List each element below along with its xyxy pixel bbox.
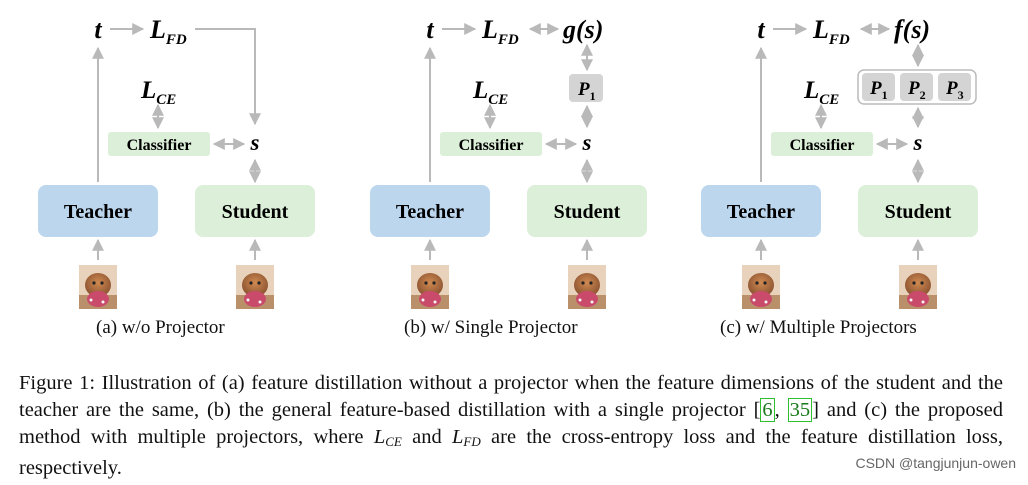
- lfd-label: LFD: [149, 15, 187, 48]
- lce-label: LCE: [803, 77, 839, 108]
- student-box: [858, 185, 978, 237]
- projector-label: P1: [577, 79, 596, 103]
- dog-photo: [899, 265, 937, 309]
- student-box: [527, 185, 647, 237]
- dog-photo: [742, 265, 780, 309]
- dog-photo: [411, 265, 449, 309]
- projector-label: P2: [907, 78, 926, 102]
- classifier-label: Classifier: [790, 137, 855, 154]
- panel-caption-a: (a) w/o Projector: [96, 317, 225, 338]
- lce-symbol: L: [373, 426, 386, 448]
- lfd-to-s-arrow: [195, 28, 261, 126]
- classifier-box: [440, 132, 542, 156]
- student-box: [195, 185, 315, 237]
- projector-label: P1: [869, 78, 888, 102]
- teacher-box: [701, 185, 821, 237]
- distillation-diagram: Teacher Student Classifier t LFD s LCE Teacher S…: [38, 15, 978, 309]
- teacher-label: Teacher: [396, 201, 464, 223]
- lfd-label: LFD: [812, 15, 850, 48]
- classifier-box: [108, 132, 210, 156]
- projector-box: [862, 73, 895, 101]
- s-symbol: s: [582, 130, 592, 155]
- panel-a: Teacher Student Classifier t LFD s LCE: [38, 15, 315, 309]
- panel-caption-b: (b) w/ Single Projector: [404, 317, 578, 338]
- projector-box: [569, 74, 603, 102]
- figure-caption: Figure 1: Illustration of (a) feature di…: [19, 370, 1003, 482]
- t-symbol: t: [94, 15, 102, 44]
- citation-link-6[interactable]: 6: [760, 398, 775, 422]
- teacher-box: [370, 185, 490, 237]
- student-label: Student: [554, 201, 621, 223]
- student-label: Student: [222, 201, 289, 223]
- s-symbol: s: [913, 130, 923, 155]
- t-symbol: t: [426, 15, 434, 44]
- student-label: Student: [885, 201, 952, 223]
- t-symbol: t: [757, 15, 765, 44]
- caption-text-1: Figure 1: Illustration of (a) feature di…: [19, 372, 1003, 421]
- caption-sep: ,: [774, 399, 788, 421]
- teacher-box: [38, 185, 158, 237]
- classifier-label: Classifier: [127, 137, 192, 154]
- teacher-label: Teacher: [64, 201, 132, 223]
- projector-box: [938, 73, 971, 101]
- projector-box: [900, 73, 933, 101]
- caption-and: and: [401, 426, 452, 448]
- caption-text-2: ] and (c) the proposed method with multi…: [19, 399, 1003, 448]
- panel-b: Teacher Student Classifier t LFD s LCE g(s) P1: [370, 15, 647, 309]
- lce-subscript: CE: [385, 434, 402, 449]
- dog-photo: [79, 265, 117, 309]
- panel-caption-c: (c) w/ Multiple Projectors: [720, 317, 917, 338]
- lce-label: LCE: [472, 77, 508, 108]
- dog-photo: [236, 265, 274, 309]
- lfd-symbol: L: [452, 426, 464, 448]
- panel-c: Teacher Student Classifier t LFD s LCE f(s) P1 P2…: [701, 15, 978, 309]
- lfd-subscript: FD: [463, 434, 481, 449]
- citation-link-35[interactable]: 35: [787, 398, 813, 422]
- classifier-box: [771, 132, 873, 156]
- lce-label: LCE: [140, 77, 176, 108]
- teacher-label: Teacher: [727, 201, 795, 223]
- watermark: CSDN @tangjunjun-owen: [855, 455, 1016, 471]
- target-label: g(s): [562, 15, 603, 44]
- lfd-label: LFD: [481, 15, 519, 48]
- s-symbol: s: [250, 130, 260, 155]
- projector-group: [857, 69, 977, 105]
- caption-text-3: are the cross-entropy loss and the featu…: [19, 426, 1004, 479]
- target-label: f(s): [894, 15, 930, 44]
- projector-label: P3: [945, 78, 964, 102]
- dog-photo: [568, 265, 606, 309]
- classifier-label: Classifier: [459, 137, 524, 154]
